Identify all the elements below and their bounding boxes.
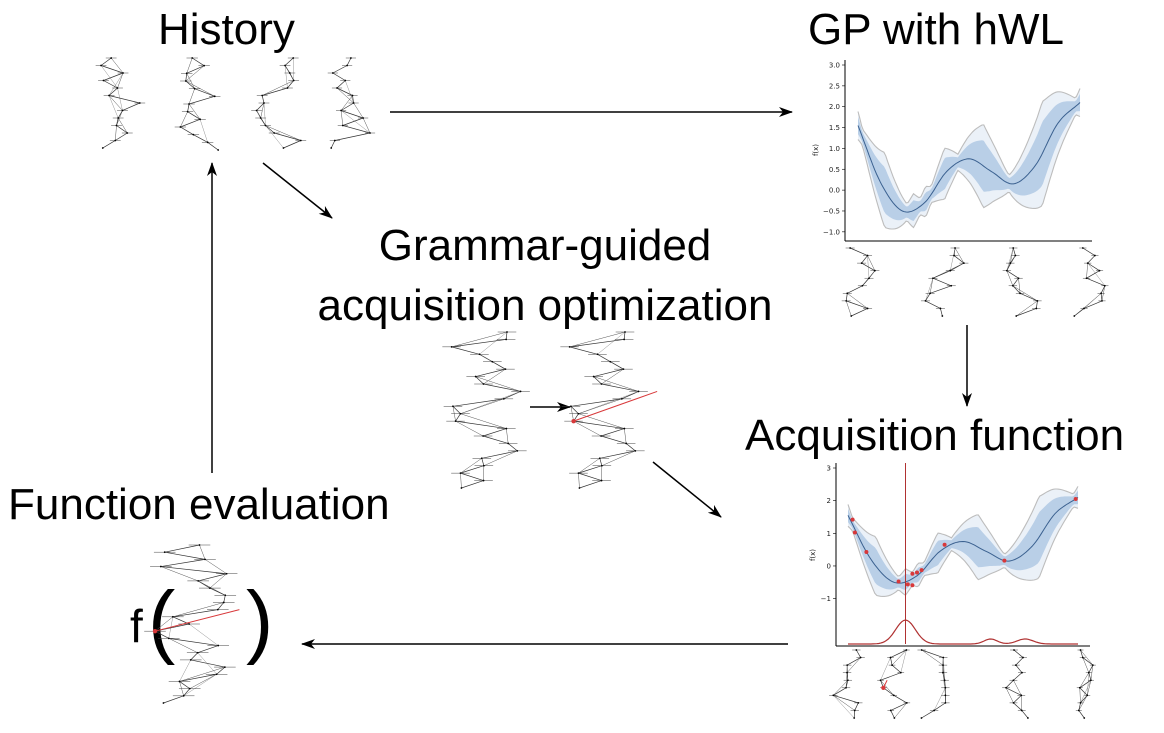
uncertainty-band <box>848 490 1078 591</box>
upper-bound-line <box>857 88 1081 204</box>
y-tick-label: 1.0 <box>829 145 840 153</box>
history-label: History <box>158 5 295 54</box>
left-paren: ( <box>148 575 176 666</box>
observation-point <box>850 517 855 522</box>
observation-point <box>1073 496 1078 501</box>
history-graph <box>174 57 221 151</box>
observation-point <box>864 549 869 554</box>
posterior-mean-line <box>847 496 1079 584</box>
acq-x-graph <box>917 649 950 719</box>
y-tick-label: 2.0 <box>829 103 840 111</box>
observation-point <box>896 579 901 584</box>
acq-x-graph <box>1002 649 1029 719</box>
gp-x-graph <box>1002 247 1042 317</box>
history-graph <box>251 57 307 149</box>
y-tick-label: 0.5 <box>829 166 840 174</box>
posterior-mean-line <box>857 102 1081 213</box>
y-tick-label: 2 <box>827 497 831 505</box>
function-eval-label: Function evaluation <box>8 480 390 529</box>
y-tick-label: 3.0 <box>829 62 840 70</box>
y-tick-label: 1.5 <box>829 124 840 132</box>
acq-ylabel: f(x) <box>809 549 817 561</box>
evaluated-graph <box>144 544 240 704</box>
acq-x-graph <box>829 649 865 719</box>
history-graph <box>95 57 146 149</box>
y-tick-label: 0 <box>827 562 831 570</box>
observation-point <box>910 583 915 588</box>
gp-x-graph <box>1073 247 1109 317</box>
y-tick-label: 3 <box>827 465 831 473</box>
observation-point <box>852 530 857 535</box>
lower-bound-line <box>857 114 1081 230</box>
f-symbol: f <box>130 600 143 652</box>
grammar-label-line1: Grammar-guided <box>378 221 712 270</box>
uncertainty-band <box>858 93 1080 221</box>
arrow-history-to-grammar <box>262 162 333 219</box>
observation-point <box>910 571 915 576</box>
y-tick-label: −0.5 <box>823 207 840 215</box>
observation-point <box>1002 558 1007 563</box>
acquisition-curve <box>848 619 1078 645</box>
right-paren: ) <box>246 575 274 666</box>
grammar-graph-after <box>560 331 658 489</box>
y-tick-label: −1.0 <box>823 228 840 236</box>
acq-x-graph <box>1075 649 1096 719</box>
gp-label: GP with hWL <box>808 5 1064 54</box>
gp-ylabel: f(x) <box>812 144 820 156</box>
arrow-grammar-to-acquisition <box>652 461 722 518</box>
y-tick-label: 2.5 <box>829 82 840 90</box>
y-tick-label: 0.0 <box>829 187 840 195</box>
upper-bound-line <box>847 486 1079 577</box>
y-tick-label: 1 <box>827 530 831 538</box>
observation-point <box>905 582 910 587</box>
architecture-graphs <box>95 57 1109 719</box>
observation-point <box>919 568 924 573</box>
observation-point <box>942 542 947 547</box>
grammar-graph-before <box>442 331 530 489</box>
gp-x-graph <box>841 247 880 317</box>
gp-x-graph <box>920 247 969 317</box>
lower-bound-line <box>847 506 1079 597</box>
acquisition-label: Acquisition function <box>745 411 1125 460</box>
history-graph <box>327 57 376 149</box>
observation-point <box>915 570 919 575</box>
gp-chart: 3.0 2.5 2.0 1.5 1.0 0.5 0.0 −0.5 −1.0 f(x) <box>812 60 1092 242</box>
acquisition-chart: 3 2 1 0 −1 f(x) <box>809 463 1090 647</box>
y-tick-label: −1 <box>821 595 831 603</box>
grammar-label-line2: acquisition optimization <box>317 281 773 330</box>
acq-x-graph <box>877 649 911 719</box>
